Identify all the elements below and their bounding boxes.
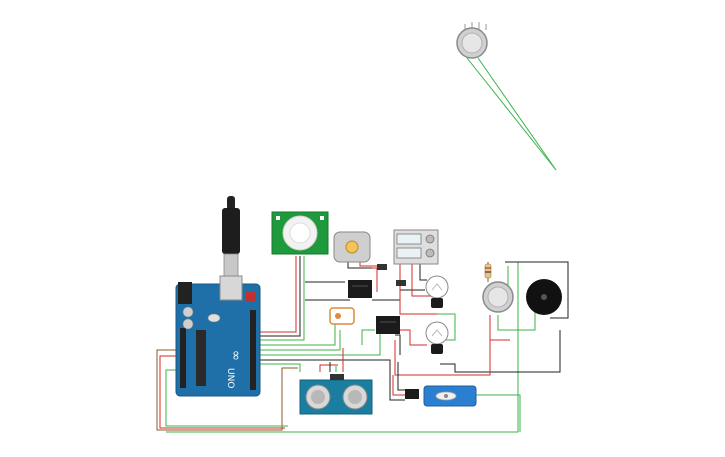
- gas-sensor-floating[interactable]: [456, 22, 557, 171]
- pir-sensor[interactable]: [271, 211, 329, 255]
- dc-motor[interactable]: [333, 231, 371, 263]
- resistor[interactable]: [484, 263, 492, 279]
- arduino-uno[interactable]: ∞ UNO: [175, 275, 261, 397]
- lcd-module[interactable]: [393, 229, 439, 265]
- ultrasonic-sensor[interactable]: [299, 374, 373, 415]
- arduino-model-label: UNO: [225, 368, 235, 388]
- relay-1[interactable]: [348, 280, 372, 298]
- servo-motor[interactable]: [405, 385, 477, 407]
- gas-sensor-2[interactable]: [482, 281, 514, 313]
- slide-switch[interactable]: [377, 264, 406, 286]
- usb-cable[interactable]: [222, 196, 240, 277]
- light-bulb-2[interactable]: [425, 321, 449, 354]
- potentiometer[interactable]: [329, 307, 355, 325]
- light-bulb-1[interactable]: [425, 275, 449, 308]
- wires: [156, 256, 569, 433]
- piezo-buzzer[interactable]: [526, 279, 562, 315]
- arduino-logo: ∞: [228, 350, 243, 361]
- relay-2[interactable]: [376, 316, 400, 334]
